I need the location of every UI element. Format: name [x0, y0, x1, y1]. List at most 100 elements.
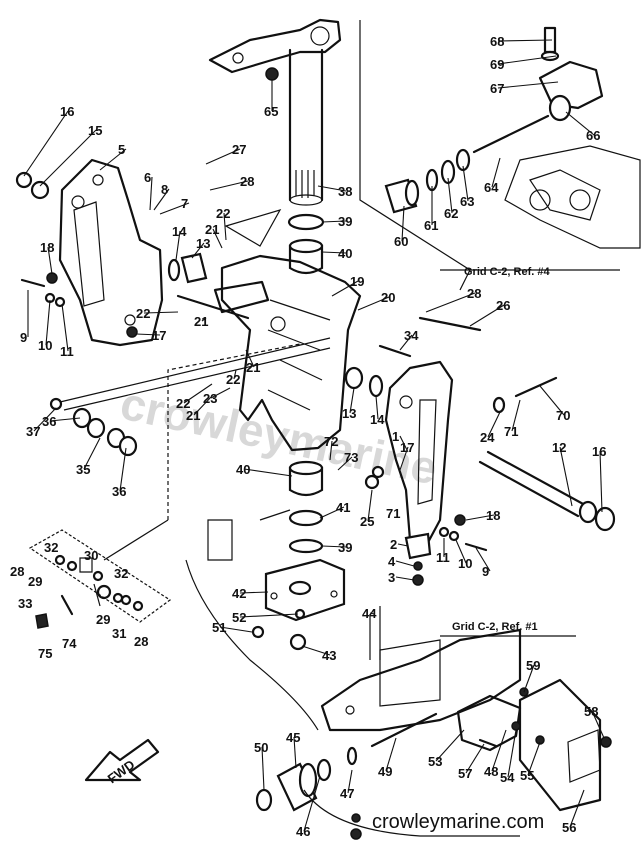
ring-37-shape [49, 397, 63, 411]
nut-47b-shape [350, 828, 362, 840]
leader-p38 [317, 185, 347, 192]
part-number-labels: 1234567899101011111213131414151616171718… [10, 34, 606, 839]
callout-p4: 4 [388, 554, 396, 569]
leader-p40a [321, 251, 347, 254]
leader-p46 [303, 775, 321, 832]
callout-p11a: 11 [60, 344, 74, 359]
callout-p43: 43 [322, 648, 336, 663]
callout-p71b: 71 [386, 506, 400, 521]
leader-p53 [435, 729, 465, 762]
leader-p5 [99, 148, 127, 171]
callout-p49: 49 [378, 764, 392, 779]
upper-bushing-shape [288, 238, 324, 275]
leader-p70 [539, 385, 565, 416]
callout-p53: 53 [428, 754, 442, 769]
leader-p73 [337, 456, 353, 471]
callout-p57: 57 [458, 766, 472, 781]
callout-p40b: 40 [236, 462, 250, 477]
leader-p10b [455, 539, 467, 564]
nut-16-left-shape [15, 171, 33, 189]
bolt-55-shape [535, 735, 545, 745]
leader-p12 [559, 446, 573, 507]
leader-p16b [599, 450, 603, 513]
callout-p29b: 29 [96, 612, 110, 627]
callout-p28b: 28 [240, 174, 254, 189]
callout-p71a: 71 [504, 424, 518, 439]
bushing-13-right-shape [344, 366, 364, 390]
callout-p58: 58 [584, 704, 598, 719]
fwd-arrow [84, 738, 160, 782]
bolt-9-right [464, 542, 488, 552]
callout-p30: 30 [84, 548, 98, 563]
callout-p69: 69 [490, 57, 504, 72]
lower-bushing-40-shape [288, 460, 324, 497]
bolt-70 [514, 376, 558, 398]
callout-p16a: 16 [60, 104, 74, 119]
callout-p56: 56 [562, 820, 576, 835]
small-parts-lower-left [35, 554, 144, 629]
washer-14-left-shape [167, 258, 181, 282]
leader-p49 [385, 737, 397, 772]
callout-p14b: 14 [370, 412, 385, 427]
nut-47-shape [351, 813, 361, 823]
leader-p39a [321, 220, 347, 223]
callout-p59: 59 [526, 658, 540, 673]
callout-p45: 45 [286, 730, 300, 745]
callout-p36a: 36 [42, 414, 56, 429]
leader-p11a [61, 303, 69, 352]
leader-p18a [47, 246, 53, 275]
bush-35-a-shape [86, 417, 106, 439]
callout-p21c: 21 [246, 360, 260, 375]
grid-ref1-label: Grid C-2, Ref. #1 [452, 621, 538, 633]
nut-3-shape [412, 574, 424, 586]
shaft-line-left-2 [63, 347, 331, 411]
credit-text: crowleymarine.com [372, 811, 544, 833]
washer-14-right-shape [368, 374, 384, 398]
callout-p5: 5 [118, 142, 125, 157]
nut-43-shape [289, 633, 307, 651]
callout-p70: 70 [556, 408, 570, 423]
callout-p23: 23 [203, 391, 217, 406]
leader-p66 [565, 111, 595, 136]
callout-p60: 60 [394, 234, 408, 249]
callout-p27: 27 [232, 142, 246, 157]
callout-p25: 25 [360, 514, 374, 529]
lower-mount-block [264, 558, 346, 622]
callout-p47: 47 [340, 786, 354, 801]
callout-p24: 24 [480, 430, 495, 445]
leader-p17b [399, 446, 409, 471]
callout-p6: 6 [144, 170, 151, 185]
leader-p21a [212, 228, 223, 249]
callout-p34: 34 [404, 328, 419, 343]
callout-p28a: 28 [467, 286, 481, 301]
callout-p65: 65 [264, 104, 278, 119]
bolt-49 [370, 712, 438, 748]
bolt-9-left [20, 278, 46, 288]
leader-p8 [153, 188, 170, 211]
callout-p13a: 13 [196, 236, 210, 251]
through-bolt-64 [472, 114, 550, 154]
grease-18-left-shape [46, 272, 58, 284]
callout-p16b: 16 [592, 444, 606, 459]
leader-p67 [497, 81, 559, 89]
leader-p55 [527, 741, 541, 776]
leader-p26 [469, 304, 505, 327]
callout-p21a: 21 [205, 222, 219, 237]
leader-p14a [175, 230, 181, 261]
leader-p40b [243, 468, 293, 477]
leader-p4 [395, 560, 415, 567]
leader-p20 [357, 296, 390, 311]
callout-p9a: 9 [20, 330, 27, 345]
clamp-bracket-left [58, 158, 164, 347]
exhaust-housing [320, 606, 522, 732]
mount-bracket-53 [456, 694, 522, 752]
leader-p22c [233, 369, 237, 380]
callout-p39b: 39 [338, 540, 352, 555]
callout-p15: 15 [88, 123, 102, 138]
leader-p7 [159, 202, 190, 215]
callout-p10a: 10 [38, 338, 52, 353]
leader-p24 [487, 411, 501, 438]
callout-p17a: 17 [152, 328, 166, 343]
callout-p39a: 39 [338, 214, 352, 229]
